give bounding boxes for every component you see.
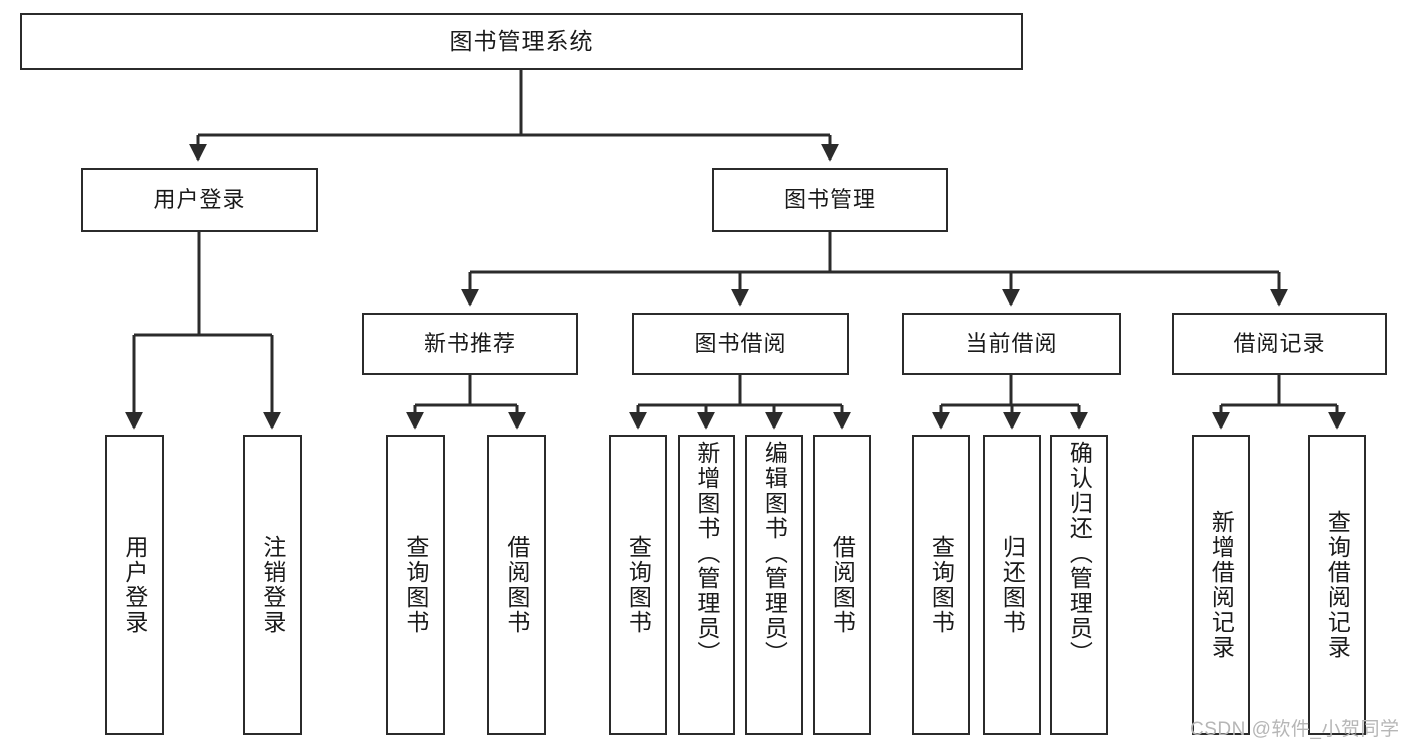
node-book-borrow[interactable]: 图书借阅	[632, 313, 849, 375]
node-leaf-query-book-3[interactable]: 查询图书	[912, 435, 970, 735]
node-leaf-add-borrow-record[interactable]: 新增借阅记录	[1192, 435, 1250, 735]
node-leaf-user-login-label: 用户登录	[121, 535, 148, 635]
node-root-label: 图书管理系统	[449, 28, 594, 54]
node-leaf-query-borrow-record-label: 查询借阅记录	[1324, 510, 1351, 660]
node-leaf-borrow-book-2-label: 借阅图书	[829, 535, 856, 635]
node-leaf-query-borrow-record[interactable]: 查询借阅记录	[1308, 435, 1366, 735]
node-leaf-query-book-1-label: 查询图书	[402, 535, 429, 635]
node-leaf-edit-book-admin-label: 编辑图书（管理员）	[761, 441, 788, 666]
node-leaf-logout-login[interactable]: 注销登录	[243, 435, 302, 735]
node-leaf-query-book-1[interactable]: 查询图书	[386, 435, 445, 735]
node-leaf-query-book-2[interactable]: 查询图书	[609, 435, 667, 735]
node-leaf-add-borrow-record-label: 新增借阅记录	[1208, 510, 1235, 660]
node-new-book-recommend-label: 新书推荐	[423, 331, 516, 356]
node-leaf-borrow-book-1-label: 借阅图书	[503, 535, 530, 635]
node-leaf-query-book-2-label: 查询图书	[625, 535, 652, 635]
node-leaf-query-book-3-label: 查询图书	[928, 535, 955, 635]
node-leaf-add-book-admin[interactable]: 新增图书（管理员）	[678, 435, 735, 735]
node-book-management[interactable]: 图书管理	[712, 168, 948, 232]
node-leaf-confirm-return-admin-label: 确认归还（管理员）	[1066, 441, 1093, 666]
node-borrow-record-label: 借阅记录	[1233, 331, 1326, 356]
node-new-book-recommend[interactable]: 新书推荐	[362, 313, 578, 375]
node-book-management-label: 图书管理	[783, 187, 876, 212]
node-leaf-confirm-return-admin[interactable]: 确认归还（管理员）	[1050, 435, 1108, 735]
node-leaf-borrow-book-1[interactable]: 借阅图书	[487, 435, 546, 735]
node-current-borrow-label: 当前借阅	[965, 331, 1058, 356]
node-leaf-return-book[interactable]: 归还图书	[983, 435, 1041, 735]
node-leaf-borrow-book-2[interactable]: 借阅图书	[813, 435, 871, 735]
node-current-borrow[interactable]: 当前借阅	[902, 313, 1121, 375]
watermark: CSDN @软件_小贺同学	[1190, 719, 1400, 740]
node-leaf-logout-login-label: 注销登录	[259, 535, 286, 635]
node-leaf-add-book-admin-label: 新增图书（管理员）	[693, 441, 720, 666]
node-user-login[interactable]: 用户登录	[81, 168, 318, 232]
node-root[interactable]: 图书管理系统	[20, 13, 1023, 70]
node-borrow-record[interactable]: 借阅记录	[1172, 313, 1387, 375]
node-leaf-user-login[interactable]: 用户登录	[105, 435, 164, 735]
node-user-login-label: 用户登录	[153, 187, 246, 212]
node-book-borrow-label: 图书借阅	[694, 331, 787, 356]
node-leaf-return-book-label: 归还图书	[999, 535, 1026, 635]
node-leaf-edit-book-admin[interactable]: 编辑图书（管理员）	[745, 435, 803, 735]
